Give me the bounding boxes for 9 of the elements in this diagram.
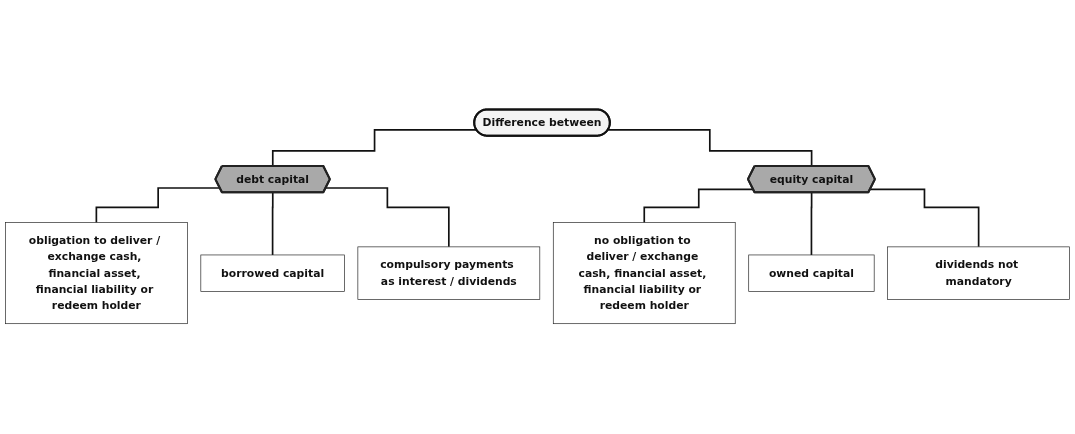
node-box: dividends not mandatory xyxy=(887,247,1070,301)
node-box: owned capital xyxy=(748,255,875,293)
node-box: borrowed capital xyxy=(200,255,345,293)
connector xyxy=(325,187,450,249)
node-box: obligation to deliver / exchange cash, financial asset, financial liability or redeem holder xyxy=(5,222,188,325)
node-box: compulsory payments as interest / dividends xyxy=(357,247,541,301)
node-box: no obligation to deliver / exchange cash, financial asset, financial liability or redeem holder xyxy=(552,222,736,325)
connector xyxy=(810,192,813,257)
connector xyxy=(271,192,274,257)
